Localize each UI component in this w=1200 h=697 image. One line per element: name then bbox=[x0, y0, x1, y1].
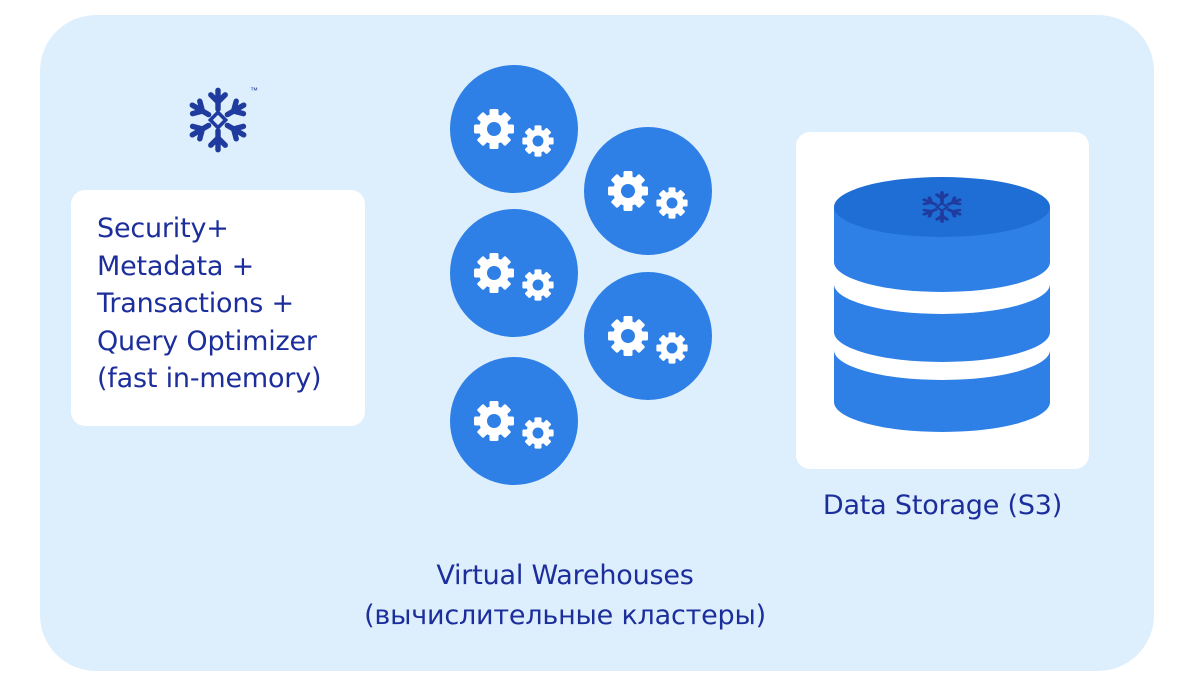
services-line: Metadata + bbox=[97, 250, 255, 282]
services-line: Transactions + bbox=[97, 288, 294, 319]
trademark-symbol: ™ bbox=[250, 86, 258, 95]
warehouse-node-icon bbox=[450, 209, 578, 337]
services-card: Security+ Metadata + Transactions + Quer… bbox=[71, 190, 365, 426]
snowflake-logo-icon bbox=[182, 87, 254, 156]
warehouse-node-icon bbox=[450, 65, 578, 193]
warehouses-caption: Virtual Warehouses (вычислительные класт… bbox=[300, 556, 830, 636]
warehouse-node-icon bbox=[584, 127, 712, 255]
services-line: Query Optimizer bbox=[97, 325, 317, 357]
services-line: Security+ bbox=[97, 213, 229, 244]
warehouses-caption-subtitle: (вычислительные кластеры) bbox=[364, 600, 766, 631]
warehouse-node-icon bbox=[450, 357, 578, 485]
warehouse-node-icon bbox=[584, 272, 712, 400]
services-list: Security+ Metadata + Transactions + Quer… bbox=[97, 210, 322, 398]
storage-card bbox=[796, 132, 1089, 469]
services-line: (fast in-memory) bbox=[97, 363, 322, 394]
database-cylinder-icon bbox=[834, 177, 1050, 432]
storage-caption: Data Storage (S3) bbox=[822, 490, 1063, 521]
warehouses-caption-title: Virtual Warehouses bbox=[436, 560, 694, 591]
